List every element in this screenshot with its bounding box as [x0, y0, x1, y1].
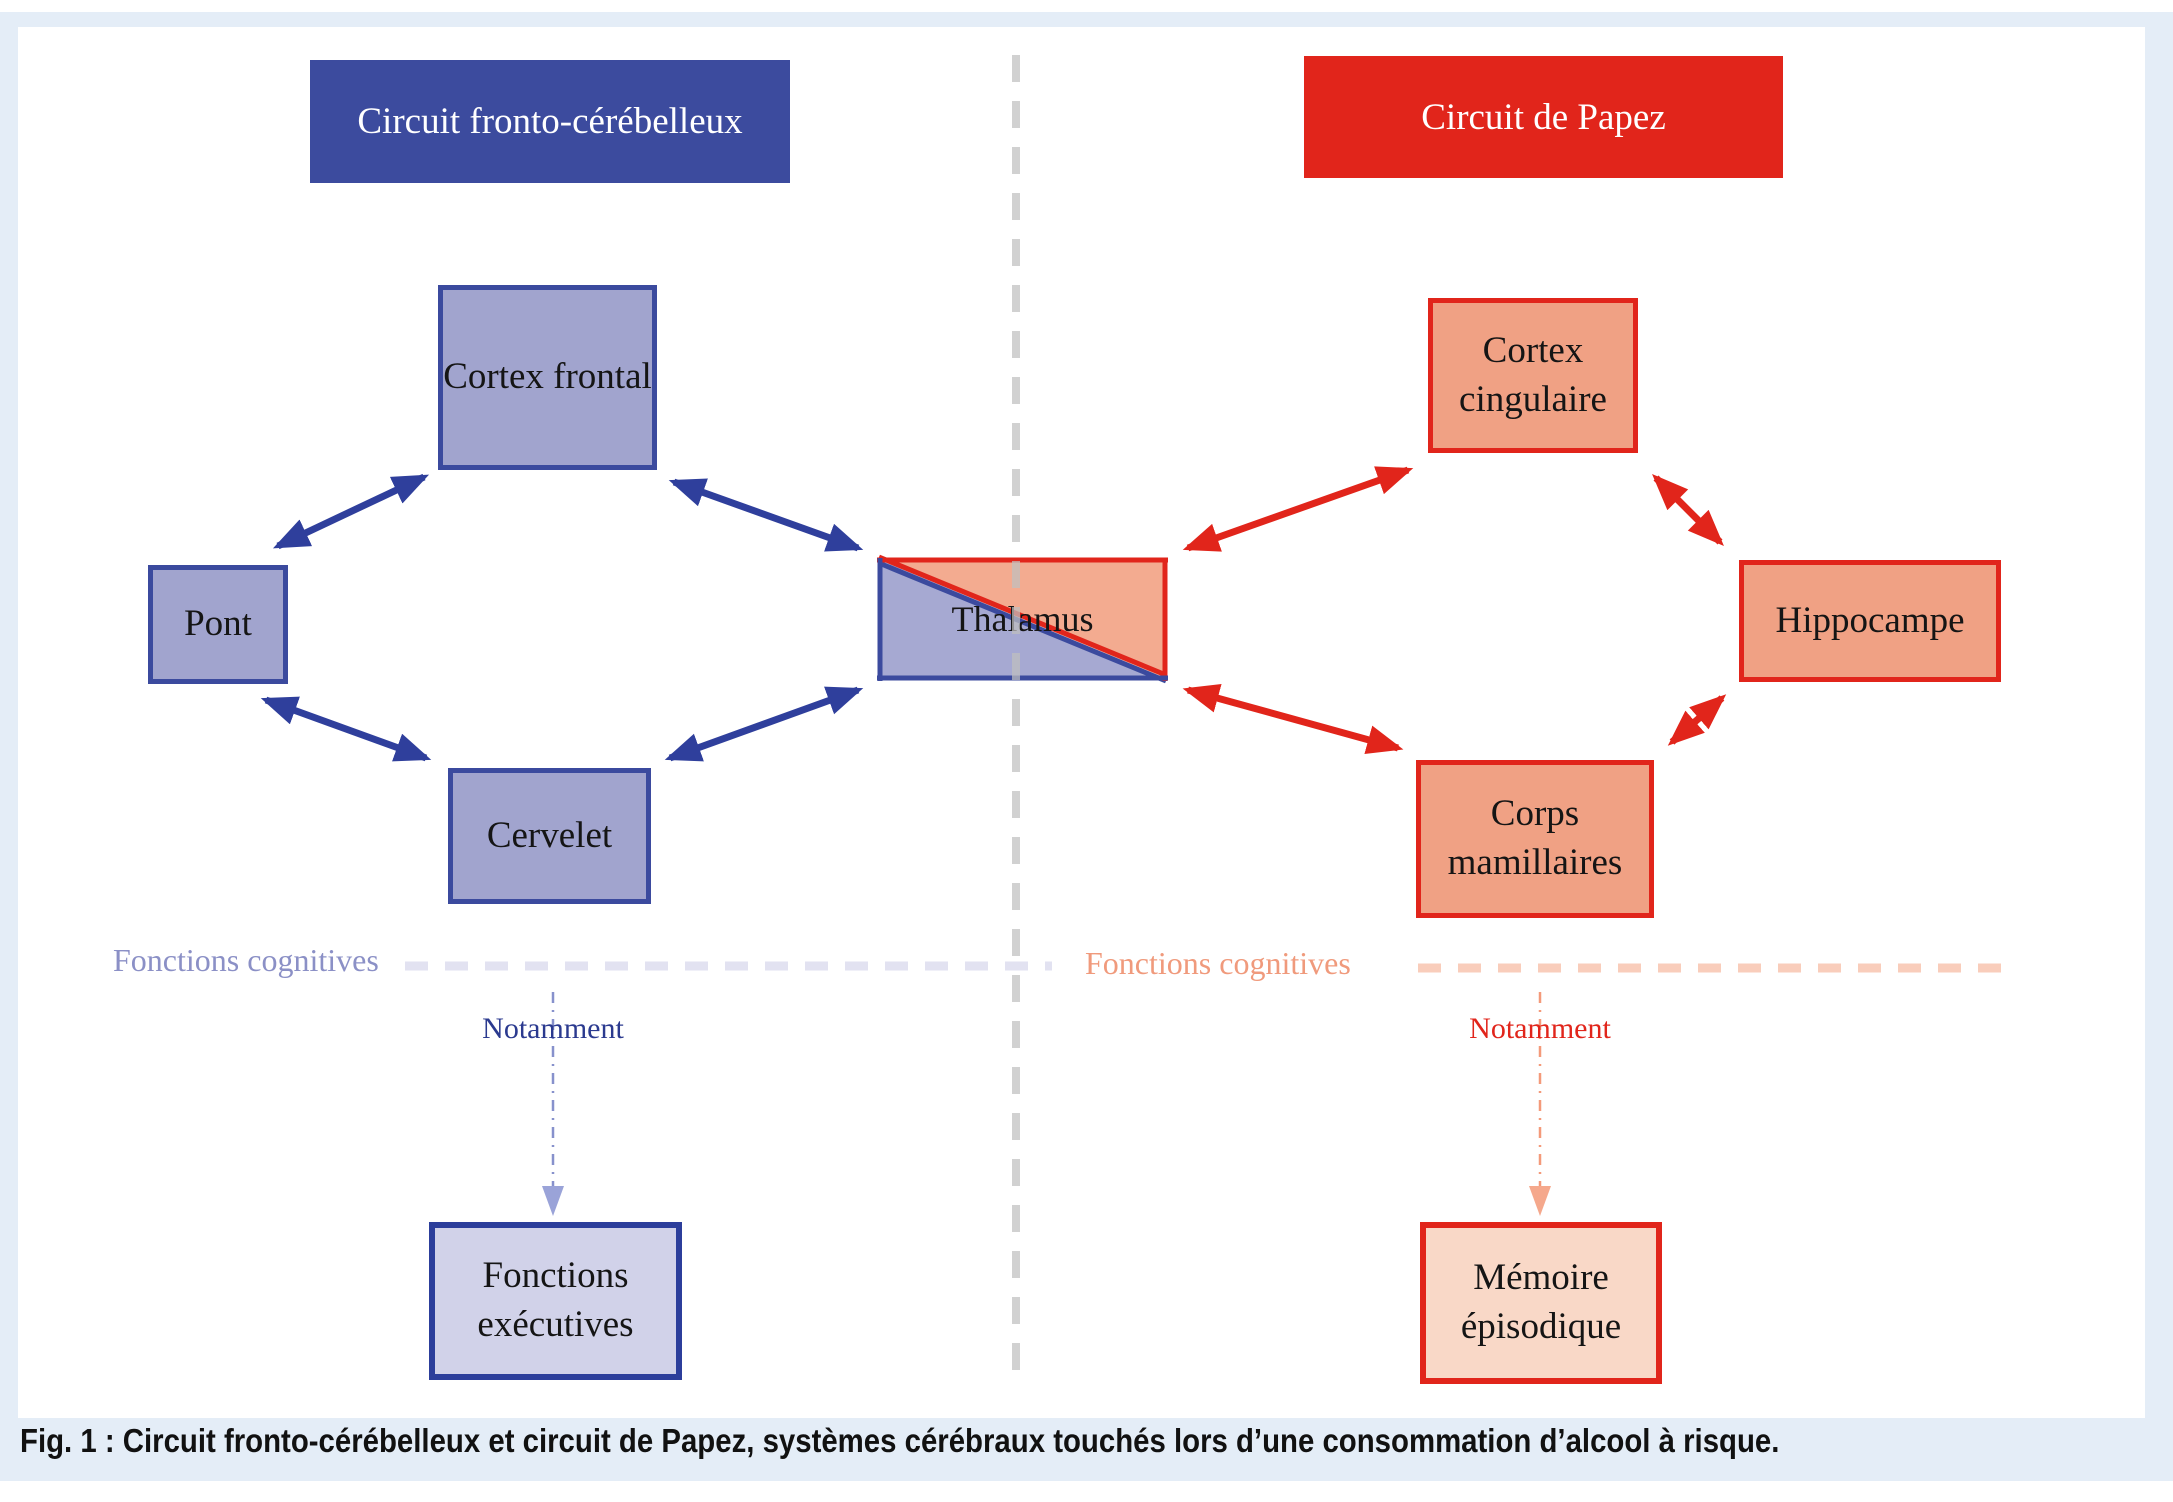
- figure-caption: Fig. 1 : Circuit fronto-cérébelleux et c…: [20, 1422, 1779, 1460]
- node-thalamus: Thalamus: [880, 560, 1165, 678]
- notably-arrow-left: [542, 992, 564, 1216]
- node-memoire-episodique-label: Mémoire épisodique: [1460, 1257, 1622, 1347]
- notably-arrow-right: [1529, 992, 1551, 1216]
- arrow-cortex-frontal-thalamus: [668, 478, 864, 552]
- fonctions-cognitives-left-text: Fonctions cognitives: [113, 942, 379, 978]
- node-thalamus-label: Thalamus: [951, 599, 1094, 639]
- notamment-left-text: Notamment: [482, 1012, 624, 1045]
- node-fonctions-executives: Fonctions exécutives: [429, 1222, 682, 1380]
- arrow-cervelet-thalamus: [664, 686, 864, 762]
- arrow-cortex-cingulaire-hippocampe: [1652, 474, 1724, 546]
- arrow-pont-cervelet: [260, 696, 432, 762]
- node-hippocampe-label: Hippocampe: [1775, 599, 1965, 641]
- node-pont: Pont: [148, 565, 288, 684]
- node-memoire-episodique: Mémoire épisodique: [1420, 1222, 1662, 1384]
- header-left-label: Circuit fronto-cérébelleux: [357, 101, 743, 142]
- header-right-label: Circuit de Papez: [1421, 96, 1666, 138]
- fonctions-cognitives-right-text: Fonctions cognitives: [1085, 945, 1351, 981]
- node-corps-mamillaires: Corps mamillaires: [1416, 760, 1654, 918]
- node-cortex-cingulaire: Cortex cingulaire: [1428, 298, 1638, 453]
- label-notamment-left: Notamment: [403, 1012, 703, 1046]
- label-fonctions-cognitives-right: Fonctions cognitives: [1085, 945, 1351, 982]
- arrow-corps-mamillaires-hippocampe: [1667, 694, 1727, 746]
- node-fonctions-executives-label: Fonctions exécutives: [477, 1255, 634, 1345]
- label-notamment-right: Notamment: [1390, 1012, 1690, 1046]
- node-cervelet-label: Cervelet: [486, 814, 613, 856]
- header-circuit-de-papez: Circuit de Papez: [1304, 56, 1783, 178]
- node-cortex-cingulaire-label: Cortex cingulaire: [1459, 329, 1607, 420]
- node-corps-mamillaires-label: Corps mamillaires: [1447, 793, 1623, 883]
- node-cortex-frontal: Cortex frontal: [438, 285, 657, 470]
- notamment-right-text: Notamment: [1469, 1012, 1611, 1045]
- arrow-pont-cortex-frontal: [272, 473, 430, 550]
- figure-caption-text: Fig. 1 : Circuit fronto-cérébelleux et c…: [20, 1422, 1780, 1459]
- arrow-thalamus-corps-mamillaires: [1182, 684, 1404, 754]
- arrow-thalamus-cortex-cingulaire: [1182, 466, 1414, 552]
- node-pont-label: Pont: [184, 603, 252, 645]
- node-thalamus-shape: [877, 554, 1168, 684]
- header-circuit-fronto-cerebelleux: Circuit fronto-cérébelleux: [310, 60, 790, 183]
- label-fonctions-cognitives-left: Fonctions cognitives: [113, 942, 379, 979]
- node-cortex-frontal-label: Cortex frontal: [443, 356, 652, 398]
- node-cervelet: Cervelet: [448, 768, 651, 904]
- node-hippocampe: Hippocampe: [1739, 560, 2001, 682]
